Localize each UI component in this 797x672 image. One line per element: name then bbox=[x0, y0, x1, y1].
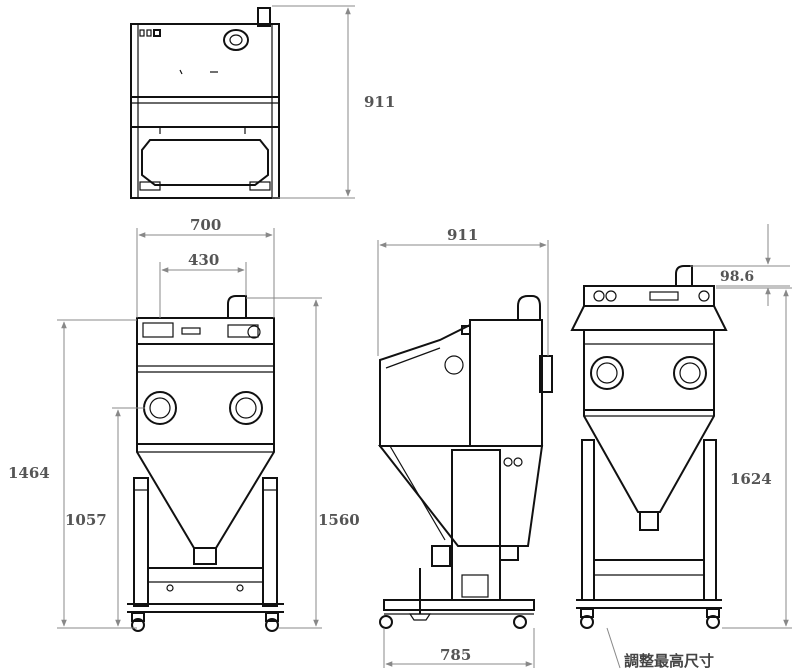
dim-front-inner-width: 430 bbox=[159, 251, 247, 318]
top-view bbox=[130, 7, 280, 199]
rear-view bbox=[570, 265, 728, 629]
dim-front-height-max: 1560 bbox=[246, 297, 360, 629]
label-98-6: 98.6 bbox=[720, 269, 754, 285]
side-view bbox=[377, 295, 553, 629]
label-430: 430 bbox=[188, 251, 219, 269]
dim-front-width: 700 bbox=[136, 216, 275, 318]
label-1560: 1560 bbox=[318, 511, 360, 529]
front-view bbox=[127, 295, 284, 632]
label-911-side: 911 bbox=[447, 226, 478, 244]
dim-rear-offset: 98.6 bbox=[690, 224, 790, 306]
note-adjust-max-height: 調整最高尺寸 bbox=[624, 652, 714, 670]
dim-top-height: 911 bbox=[272, 5, 395, 199]
label-1624: 1624 bbox=[730, 470, 772, 488]
dim-side-base: 785 bbox=[383, 628, 535, 668]
label-1464: 1464 bbox=[8, 464, 50, 482]
label-911-top: 911 bbox=[364, 93, 395, 111]
dim-side-width: 911 bbox=[377, 226, 549, 356]
dim-front-height-inner: 1057 bbox=[65, 407, 145, 629]
label-700: 700 bbox=[190, 216, 221, 234]
dim-front-height-total: 1464 bbox=[8, 319, 137, 629]
label-1057: 1057 bbox=[65, 511, 107, 529]
top-view-outlet bbox=[257, 7, 271, 27]
adjust-note: 調整最高尺寸 bbox=[606, 627, 714, 670]
dim-rear-height: 1624 bbox=[716, 287, 792, 629]
label-785: 785 bbox=[440, 646, 471, 664]
